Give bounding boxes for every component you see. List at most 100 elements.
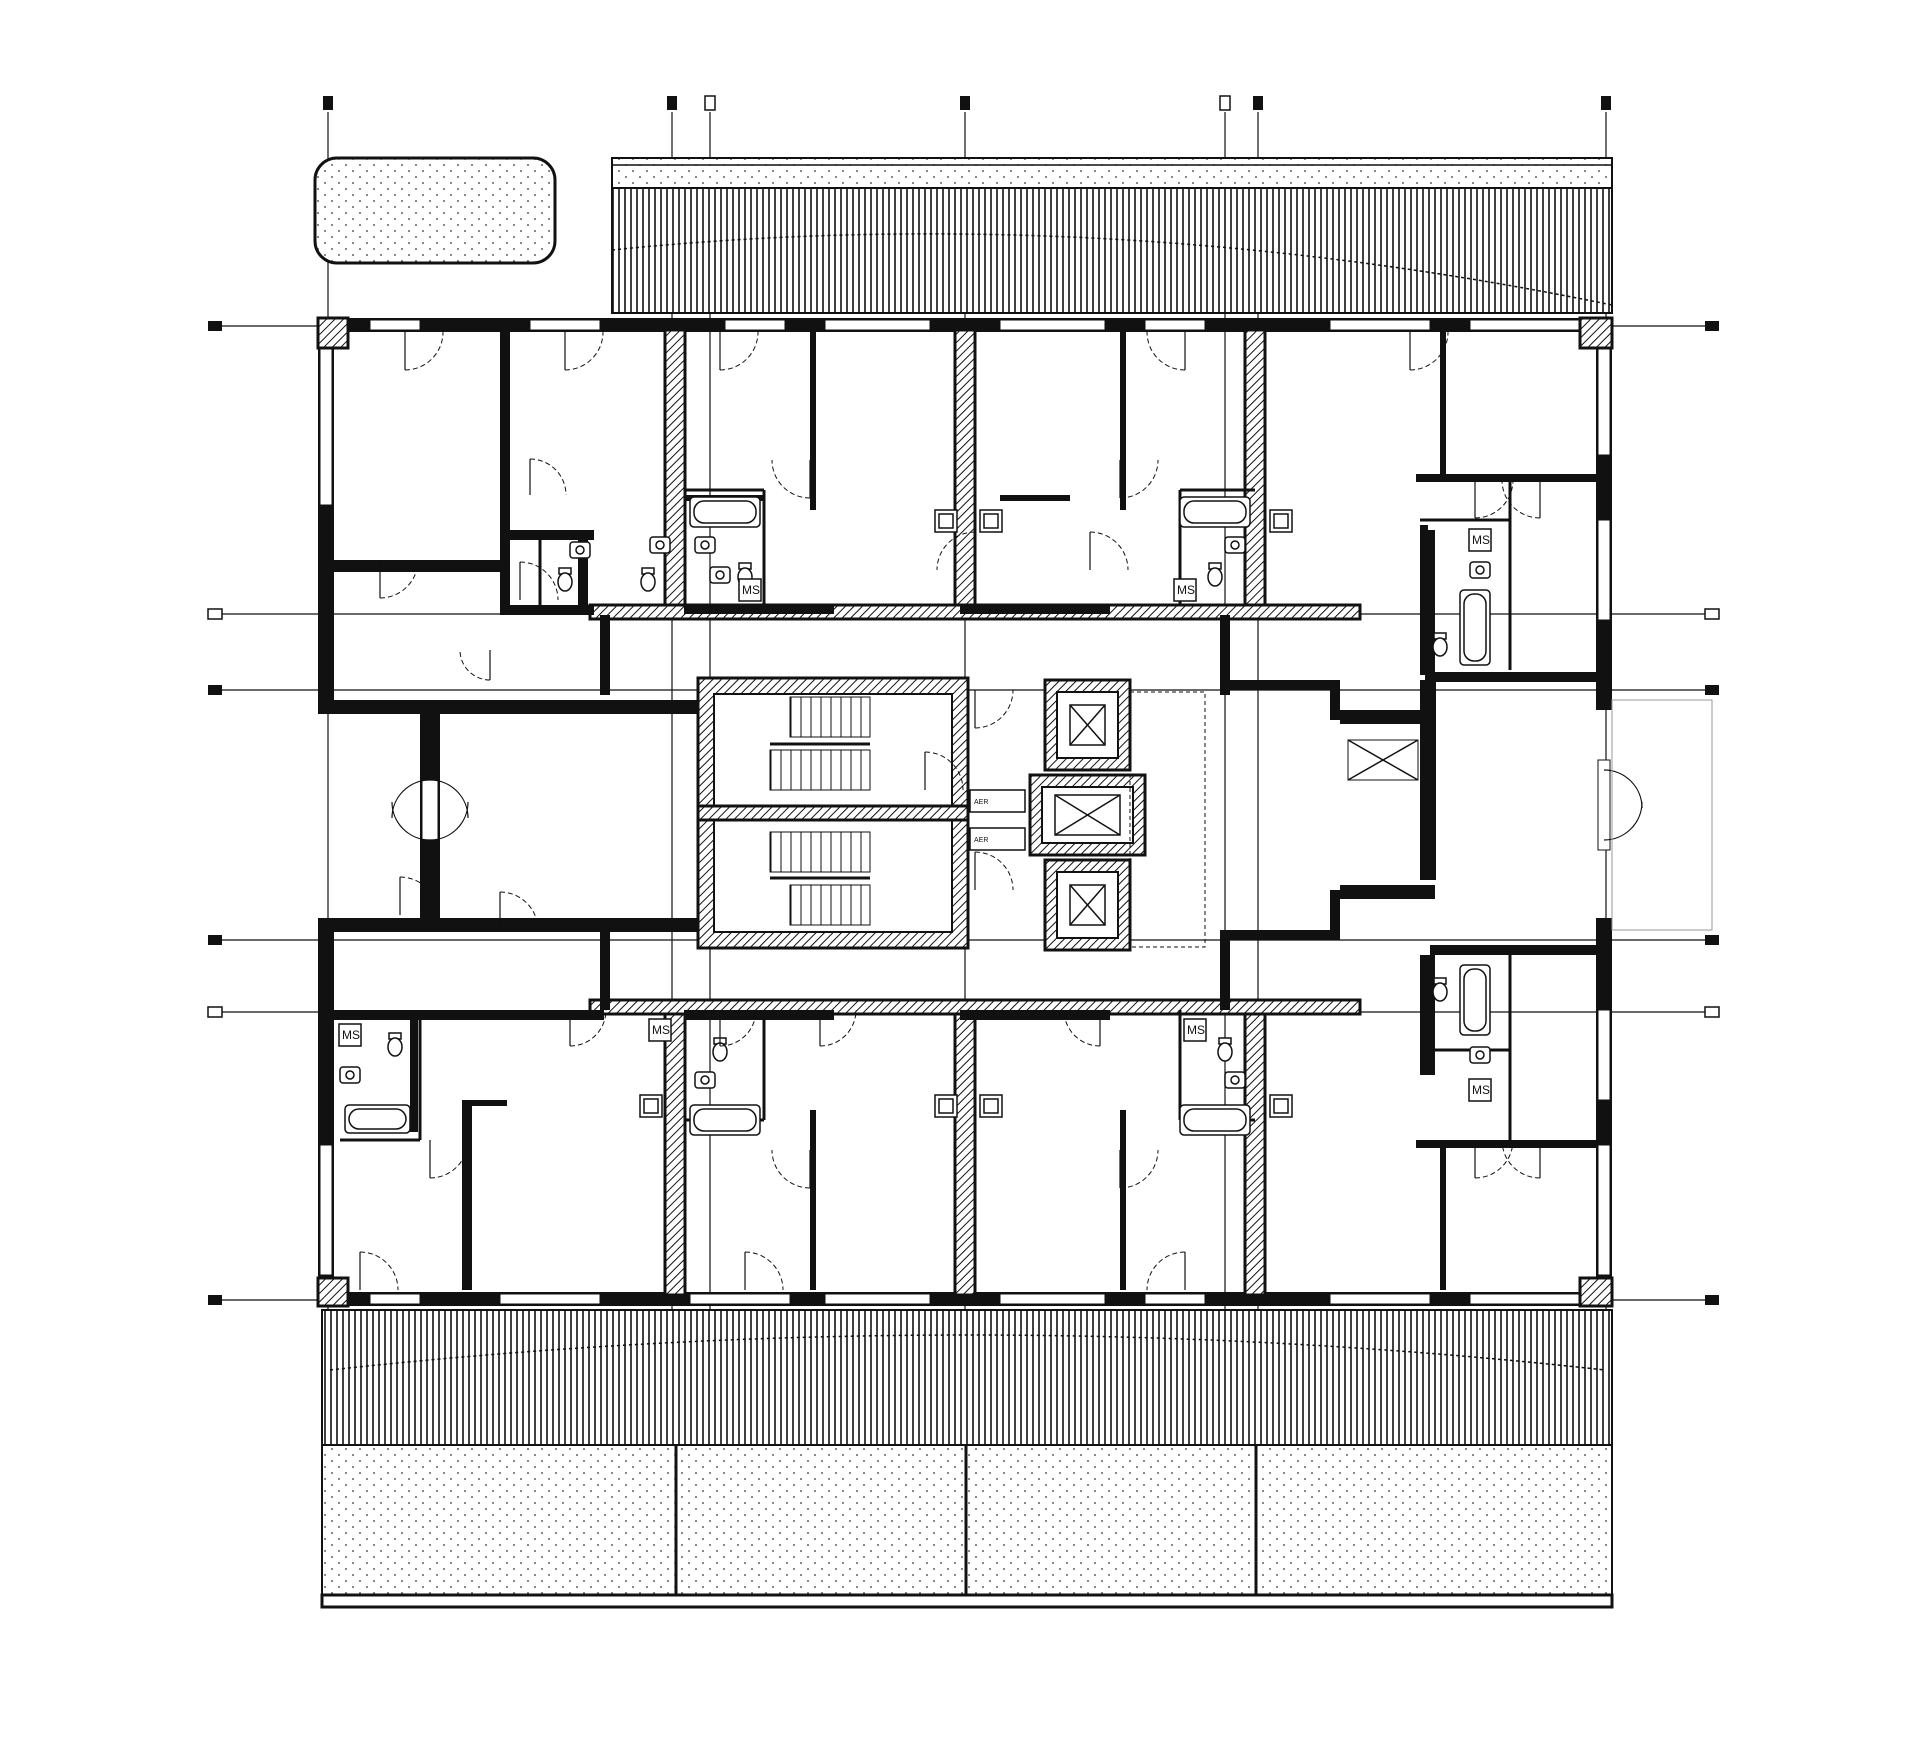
- door-swing: [519, 561, 559, 601]
- toilet-icon: [387, 1037, 403, 1057]
- interior-wall: [410, 1012, 418, 1132]
- washing-machine-icon: [738, 578, 762, 602]
- interior-wall: [1330, 680, 1340, 720]
- sink-drain-icon: [655, 540, 665, 550]
- washing-machine-label: MS: [1187, 1023, 1205, 1037]
- door-swing: [819, 1009, 857, 1047]
- door-swing: [1146, 1251, 1186, 1291]
- washing-machine-icon: [1173, 578, 1197, 602]
- counter-hob-icon: [983, 1098, 999, 1114]
- door-swing: [459, 649, 491, 681]
- interior-wall: [1120, 330, 1126, 510]
- interior-wall: [1000, 495, 1070, 501]
- washing-machine-icon: [1468, 528, 1492, 552]
- sink-drain-icon: [1475, 1050, 1485, 1060]
- door-swing: [924, 751, 964, 791]
- interior-wall: [684, 1010, 834, 1020]
- door-swing: [719, 1009, 757, 1047]
- stair-flight: [769, 749, 871, 791]
- door-swing: [1501, 479, 1541, 519]
- planter: [313, 156, 557, 265]
- door-swing: [1119, 1149, 1159, 1189]
- bathtub-basin-icon: [1183, 1108, 1247, 1132]
- grid-axis-marker: [1705, 1295, 1719, 1305]
- grid-axis-marker: [1219, 95, 1231, 111]
- toilet-icon: [1432, 637, 1448, 657]
- counter-hob-icon: [938, 1098, 954, 1114]
- door-swing: [1089, 531, 1129, 571]
- counter-hob-icon: [983, 513, 999, 529]
- grid-axis-marker: [323, 96, 333, 110]
- stair-flight: [789, 884, 871, 926]
- interior-wall: [504, 605, 594, 615]
- interior-wall: [810, 330, 816, 510]
- stair-flight: [769, 831, 871, 873]
- washing-machine-icon: [648, 1018, 672, 1042]
- interior-wall: [462, 1100, 507, 1106]
- interior-wall: [1420, 955, 1428, 1075]
- door-swing: [1474, 479, 1514, 519]
- bathtub-basin-icon: [1183, 500, 1247, 524]
- door-swing: [399, 876, 439, 916]
- interior-wall: [1220, 615, 1230, 695]
- grid-axis-marker: [207, 1006, 223, 1018]
- sink-drain-icon: [715, 570, 725, 580]
- sink-drain-icon: [345, 1070, 355, 1080]
- washing-machine-icon: [1468, 1078, 1492, 1102]
- washing-machine-icon: [1183, 1018, 1207, 1042]
- door-swing: [1063, 1009, 1101, 1047]
- interior-wall: [960, 1010, 1110, 1020]
- grid-axis-marker: [1704, 608, 1720, 620]
- door-swing: [529, 458, 567, 496]
- interior-wall: [1420, 525, 1428, 675]
- bathtub-basin-icon: [1463, 593, 1487, 662]
- door-swing: [1146, 331, 1186, 371]
- grid-axis-marker: [1704, 1006, 1720, 1018]
- toilet-icon: [557, 572, 573, 592]
- door-swing: [499, 891, 539, 931]
- counter-hob-icon: [643, 1098, 659, 1114]
- interior-wall: [1230, 930, 1330, 940]
- interior-wall: [1440, 330, 1446, 480]
- interior-wall: [960, 604, 1110, 614]
- sink-drain-icon: [1230, 1075, 1240, 1085]
- counter-hob-icon: [1273, 1098, 1289, 1114]
- door-swing: [404, 331, 444, 371]
- interior-wall: [810, 1110, 816, 1290]
- interior-wall: [1220, 930, 1230, 1010]
- grid-axis-marker: [1601, 96, 1611, 110]
- interior-wall: [462, 1100, 472, 1290]
- sink-drain-icon: [700, 1075, 710, 1085]
- sink-drain-icon: [1230, 540, 1240, 550]
- door-swing: [936, 531, 976, 571]
- interior-wall: [1230, 680, 1330, 690]
- washing-machine-label: MS: [1472, 1083, 1490, 1097]
- interior-wall: [1425, 955, 1435, 1075]
- core: AER AER: [696, 676, 1206, 952]
- stair-flight: [789, 696, 871, 738]
- door-swing: [771, 1149, 811, 1189]
- washing-machine-label: MS: [1177, 583, 1195, 597]
- door-swing: [429, 1139, 469, 1179]
- washing-machine-label: MS: [342, 1028, 360, 1042]
- door-swing: [744, 1251, 784, 1291]
- sink-drain-icon: [700, 540, 710, 550]
- bathtub-basin-icon: [693, 1108, 757, 1132]
- sink-drain-icon: [1475, 565, 1485, 575]
- door-swing: [974, 689, 1014, 729]
- sink-drain-icon: [575, 545, 585, 555]
- toilet-icon: [640, 572, 656, 592]
- washing-machine-icon: [338, 1023, 362, 1047]
- interior-wall: [1440, 1140, 1446, 1290]
- door-swing: [379, 559, 419, 599]
- interior-wall: [334, 1010, 604, 1020]
- grid-axis-marker: [1705, 685, 1719, 695]
- grid-axis-marker: [208, 321, 222, 331]
- counter-hob-icon: [938, 513, 954, 529]
- washing-machine-label: MS: [1472, 533, 1490, 547]
- grid-axis-marker: [960, 96, 970, 110]
- interior-wall: [1416, 1140, 1596, 1148]
- door-swing: [1409, 331, 1449, 371]
